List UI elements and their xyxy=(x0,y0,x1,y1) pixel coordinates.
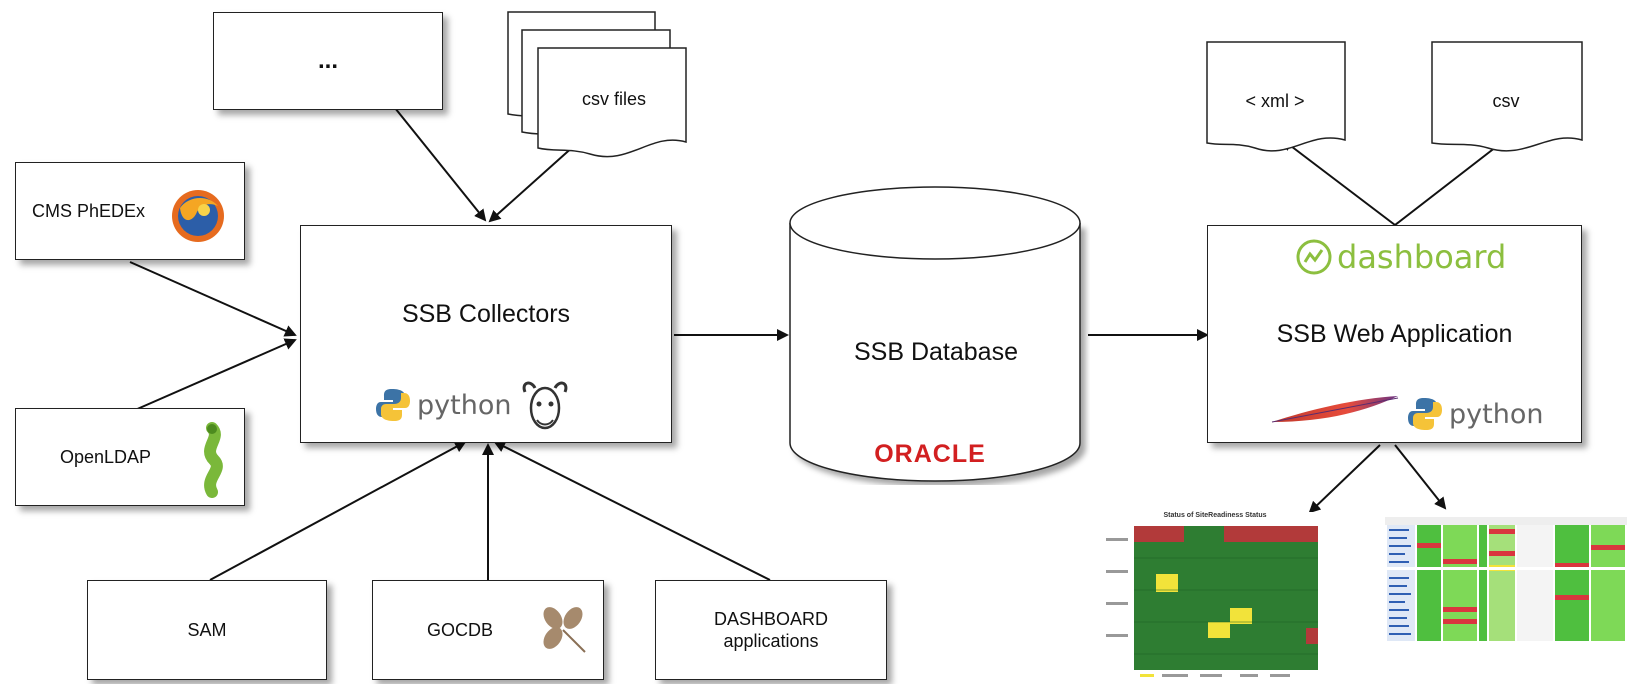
status-chart-grid xyxy=(1106,526,1318,677)
gocdb-label: GOCDB xyxy=(427,620,494,640)
oracle-logo: ORACLE xyxy=(874,440,986,468)
arrow-webapp-to-table xyxy=(1394,444,1447,510)
csv-output-label: csv xyxy=(1492,91,1520,111)
xml-output-label: < xml > xyxy=(1245,91,1305,111)
dashboard-apps-source-box: DASHBOARD applications xyxy=(655,580,887,680)
dashboard-apps-label-line1: DASHBOARD xyxy=(713,609,829,629)
collectors-label: SSB Collectors xyxy=(401,299,571,328)
database-label: SSB Database xyxy=(854,338,1018,366)
phedex-label: CMS PhEDEx xyxy=(32,201,146,221)
status-chart-thumbnail: Status of SiteReadiness Status xyxy=(1100,512,1322,682)
dashboard-apps-label-line2: applications xyxy=(723,631,819,651)
webapp-python-logo: python xyxy=(1407,396,1543,432)
csv-files-label: csv files xyxy=(581,89,646,109)
status-chart-title: Status of SiteReadiness Status xyxy=(1163,512,1267,519)
arrow-csv-to-collectors xyxy=(488,144,576,223)
status-table-thumbnail xyxy=(1385,515,1627,645)
ssb-database-cylinder xyxy=(789,186,1081,482)
webapp-label: SSB Web Application xyxy=(1276,319,1513,348)
collectors-python-text: python xyxy=(417,389,512,421)
collectors-python-logo: python xyxy=(375,387,511,423)
arrow-webapp-to-chart xyxy=(1308,444,1381,514)
gnu-icon xyxy=(522,381,568,430)
webapp-python-text: python xyxy=(1449,398,1544,430)
openldap-label: OpenLDAP xyxy=(60,447,152,467)
python-icon xyxy=(1408,398,1442,430)
status-table-grid xyxy=(1385,515,1627,645)
gocdb-source-box: GOCDB xyxy=(372,580,604,680)
apache-feather-icon xyxy=(1271,396,1399,423)
firefox-icon xyxy=(172,190,224,242)
dashboard-logo-icon xyxy=(1296,239,1332,275)
arrow-openldap-to-collectors xyxy=(134,338,297,411)
xml-output-doc xyxy=(1206,41,1346,152)
arrow-webapp-to-xml xyxy=(1281,138,1396,226)
ellipsis-source-box: ... xyxy=(213,12,443,110)
gocdb-icon xyxy=(543,607,586,653)
dashboard-logo-text: dashboard xyxy=(1337,238,1507,276)
ellipsis-label: ... xyxy=(317,47,338,74)
openldap-worm-icon xyxy=(204,422,223,498)
arrow-phedex-to-collectors xyxy=(129,261,297,337)
python-icon xyxy=(376,389,410,421)
sam-label: SAM xyxy=(187,620,227,640)
arrow-webapp-to-csv xyxy=(1394,138,1507,226)
csv-output-doc xyxy=(1431,41,1583,152)
arrow-ellipsis-to-collectors xyxy=(394,107,487,222)
dashboard-logo: dashboard xyxy=(1295,238,1506,276)
arrow-dashboard-to-collectors xyxy=(493,441,771,581)
sam-source-box: SAM xyxy=(87,580,327,680)
ssb-webapp-box: SSB Web Application xyxy=(1207,225,1582,443)
ssb-collectors-box: SSB Collectors xyxy=(300,225,672,443)
arrow-sam-to-collectors xyxy=(209,441,467,581)
csv-files-stack xyxy=(507,11,687,158)
